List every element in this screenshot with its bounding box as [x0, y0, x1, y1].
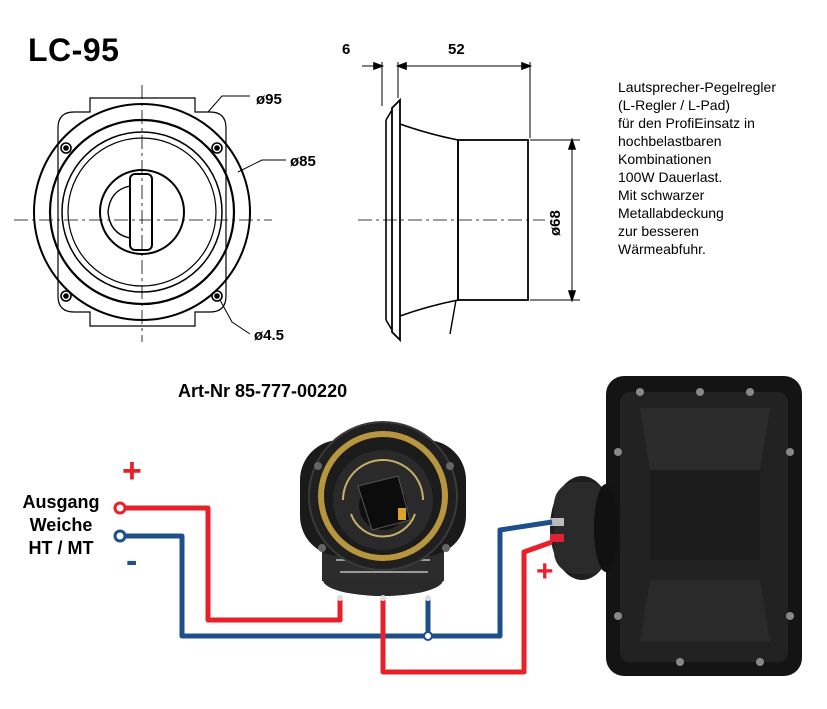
wire-negative-output	[428, 519, 553, 639]
description-text: Lautsprecher-Pegelregler (L-Regler / L-P…	[618, 78, 818, 258]
description-line: Kombinationen	[618, 151, 712, 167]
model-title: LC-95	[28, 32, 120, 68]
plus-sign-output: +	[536, 555, 554, 588]
description-line: Wärmeabfuhr.	[618, 241, 706, 257]
flange-outline	[57, 97, 227, 327]
dim-hole-diameter: ø4.5	[254, 327, 284, 344]
knob-bar	[129, 173, 153, 251]
description-line: Lautsprecher-Pegelregler	[618, 79, 776, 95]
description-line: 100W Dauerlast.	[618, 169, 723, 185]
wiring	[113, 501, 553, 675]
article-number: Art-Nr 85-777-00220	[178, 381, 348, 401]
dim-outer-diameter: ø95	[256, 91, 282, 108]
output-label-line: HT / MT	[28, 538, 94, 558]
mount-hole-br	[211, 290, 223, 302]
front-view-drawing	[14, 85, 286, 342]
description-line: zur besseren	[618, 223, 699, 239]
side-view-drawing	[358, 61, 580, 343]
description-line: Mit schwarzer	[618, 187, 705, 203]
dim-flange-thickness: 6	[342, 41, 350, 58]
minus-sign-input: -	[126, 542, 138, 580]
dim-body-diameter: ø68	[547, 210, 564, 236]
lpad-device-photo	[300, 421, 466, 596]
wire-negative-input	[124, 533, 431, 639]
wire-positive-input	[124, 505, 343, 623]
dim-mount-diameter: ø85	[290, 153, 316, 170]
knob-shading	[107, 185, 131, 239]
description-line: hochbelastbaren	[618, 133, 722, 149]
plus-sign-input: +	[122, 452, 142, 490]
horn-driver-photo	[550, 376, 802, 676]
dim-body-depth: 52	[448, 41, 465, 58]
output-label: Ausgang Weiche HT / MT	[6, 491, 116, 560]
wire-positive-output	[380, 539, 553, 675]
output-label-line: Weiche	[29, 515, 93, 535]
mount-hole-tr	[211, 142, 223, 154]
description-line: Metallabdeckung	[618, 205, 724, 221]
mount-hole-tl	[60, 142, 72, 154]
output-label-line: Ausgang	[22, 492, 100, 512]
description-line: für den ProfiEinsatz in	[618, 115, 755, 131]
mount-hole-bl	[60, 290, 72, 302]
description-line: (L-Regler / L-Pad)	[618, 97, 731, 113]
